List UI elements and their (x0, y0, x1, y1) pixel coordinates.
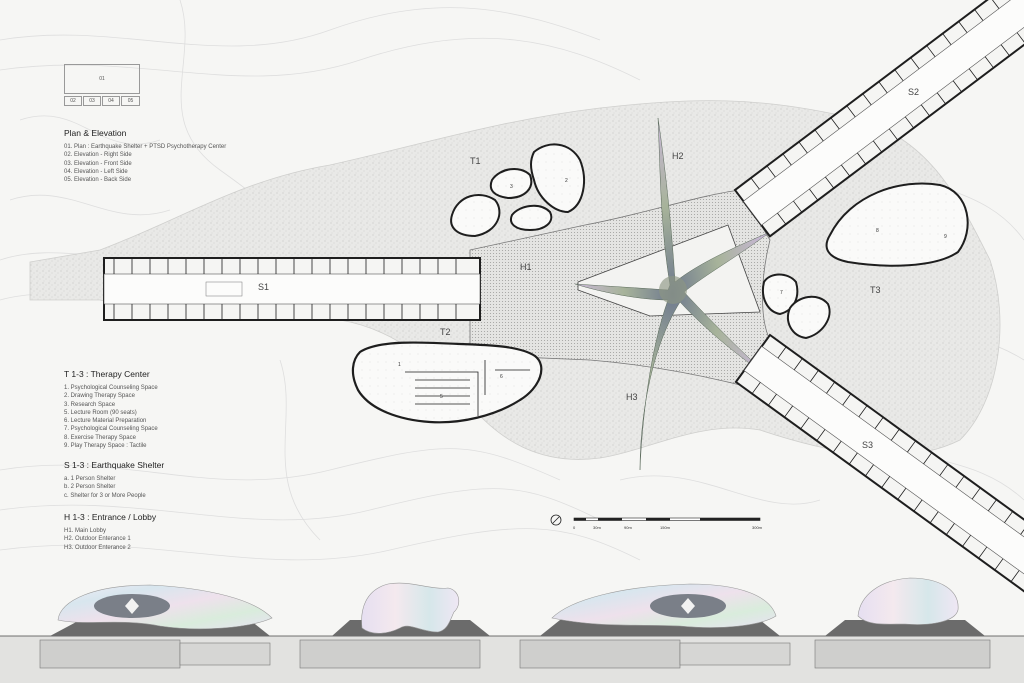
legend-item: H3. Outdoor Enterance 2 (64, 544, 131, 551)
zone-label-s3: S3 (862, 440, 873, 450)
legend-item: c. Shelter for 3 or More People (64, 492, 146, 499)
legend-title: H 1-3 : Entrance / Lobby (64, 512, 157, 522)
legend-item: 9. Play Therapy Space : Tactile (64, 443, 147, 450)
legend-item: 1. Psychological Counseling Space (64, 385, 158, 391)
legend-title: S 1-3 : Earthquake Shelter (64, 460, 165, 470)
room-number: 1 (398, 362, 401, 368)
zone-label-s2: S2 (908, 87, 919, 97)
legend-item: b. 2 Person Shelter (64, 484, 116, 491)
room-number: 8 (876, 228, 879, 234)
elevation-left-side (519, 583, 791, 669)
room-number: 2 (565, 178, 568, 184)
zone-label-s1: S1 (258, 282, 269, 292)
scale-label: 150m (660, 525, 671, 530)
legend-item: 04. Elevation - Left Side (64, 168, 128, 175)
legend-title: T 1-3 : Therapy Center (64, 369, 150, 379)
room-numbers: 1 2 3 5 6 7 8 9 (398, 178, 947, 400)
legend-item: 05. Elevation - Back Side (64, 177, 132, 184)
zone-label-t1: T1 (470, 156, 481, 166)
scale-label: 30m (593, 525, 601, 530)
legend-item: 5. Lecture Room (90 seats) (64, 409, 137, 416)
legend-item: 3. Research Space (64, 401, 116, 408)
zone-label-h2: H2 (672, 151, 684, 161)
legend-item: 02. Elevation - Right Side (64, 152, 132, 159)
shelter-wing-s2 (733, 0, 1024, 238)
scale-label: 0 (573, 525, 576, 530)
north-arrow-icon (550, 514, 562, 526)
zone-label-h3: H3 (626, 392, 638, 402)
therapy-center-t3 (762, 182, 969, 340)
legend-item: 7. Psychological Counseling Space (64, 426, 158, 433)
therapy-center-legend: T 1-3 : Therapy Center 1. Psychological … (64, 369, 158, 450)
zone-label-t3: T3 (870, 285, 881, 295)
lobby-legend: H 1-3 : Entrance / Lobby H1. Main Lobby … (64, 512, 156, 552)
legend-item: H1. Main Lobby (64, 528, 107, 534)
legend-item: 01. Plan : Earthquake Shelter + PTSD Psy… (64, 144, 227, 150)
shelter-wing-s1 (103, 257, 481, 321)
key-plan-cell: 04 (102, 96, 120, 106)
zone-label-h1: H1 (520, 262, 532, 272)
key-plan-cell: 01 (64, 64, 140, 94)
key-plan: 01 02 03 04 05 (64, 64, 140, 108)
shelter-legend: S 1-3 : Earthquake Shelter a. 1 Person S… (64, 460, 164, 500)
plan-elevation-legend: Plan & Elevation 01. Plan : Earthquake S… (64, 128, 226, 184)
room-number: 5 (440, 394, 443, 400)
elevation-front-side (299, 582, 490, 669)
room-number: 9 (944, 234, 947, 240)
legend-item: a. 1 Person Shelter (64, 476, 116, 482)
key-plan-cell: 05 (121, 96, 140, 106)
elevation-right-side (39, 584, 273, 669)
legend-item: 2. Drawing Therapy Space (64, 393, 135, 400)
legend-item: 03. Elevation - Front Side (64, 160, 132, 167)
room-number: 7 (780, 290, 783, 296)
therapy-center-t1 (450, 143, 585, 238)
legend-title: Plan & Elevation (64, 128, 127, 138)
key-plan-cell: 02 (64, 96, 82, 106)
legend-item: H2. Outdoor Enterance 1 (64, 536, 131, 543)
therapy-center-t2 (351, 341, 543, 424)
zone-label-t2: T2 (440, 327, 451, 337)
key-plan-cell: 03 (83, 96, 101, 106)
room-number: 6 (500, 374, 503, 380)
legend-item: 8. Exercise Therapy Space (64, 434, 136, 441)
room-number: 3 (510, 184, 513, 190)
scale-label: 300m (752, 525, 763, 530)
scale-label: 90m (624, 525, 632, 530)
scale-bar: 0 30m 90m 150m 300m (550, 514, 763, 530)
zone-labels: S1 S2 S3 T1 T2 T3 H1 H2 H3 (258, 87, 919, 450)
shelter-wing-s3 (734, 333, 1024, 601)
legend-item: 6. Lecture Material Preparation (64, 418, 147, 425)
elevation-back-side (814, 577, 991, 669)
